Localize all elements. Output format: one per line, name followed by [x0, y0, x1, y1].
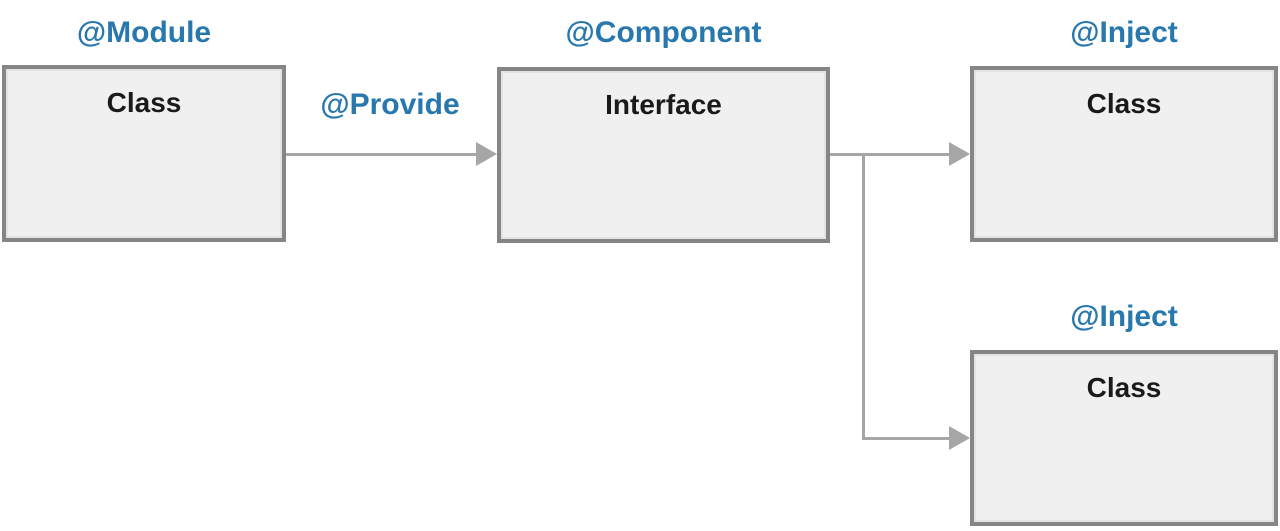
node-inject-class-bottom-label: Class — [1086, 372, 1162, 403]
edge-inject-bottom-elbow-line — [862, 437, 952, 440]
arrowhead-icon — [949, 142, 970, 166]
node-module-class-label: Class — [106, 87, 182, 118]
node-inject-class-top: Class — [970, 66, 1278, 242]
node-inject-class-bottom: Class — [970, 350, 1278, 526]
annotation-module: @Module — [76, 16, 212, 49]
arrowhead-icon — [949, 426, 970, 450]
node-component-interface-label: Interface — [605, 89, 722, 120]
annotation-inject-top: @Inject — [1070, 16, 1178, 49]
edge-inject-top-line — [830, 153, 952, 156]
edge-label-provide: @Provide — [320, 88, 460, 121]
annotation-component: @Component — [565, 16, 762, 49]
node-inject-class-top-label: Class — [1086, 88, 1162, 119]
node-module-class: Class — [2, 65, 286, 242]
node-component-interface: Interface — [497, 67, 830, 243]
edge-provide-line — [286, 153, 479, 156]
edge-inject-bottom-vertical-line — [862, 153, 865, 440]
annotation-inject-bottom: @Inject — [1070, 300, 1178, 333]
arrowhead-icon — [476, 142, 497, 166]
